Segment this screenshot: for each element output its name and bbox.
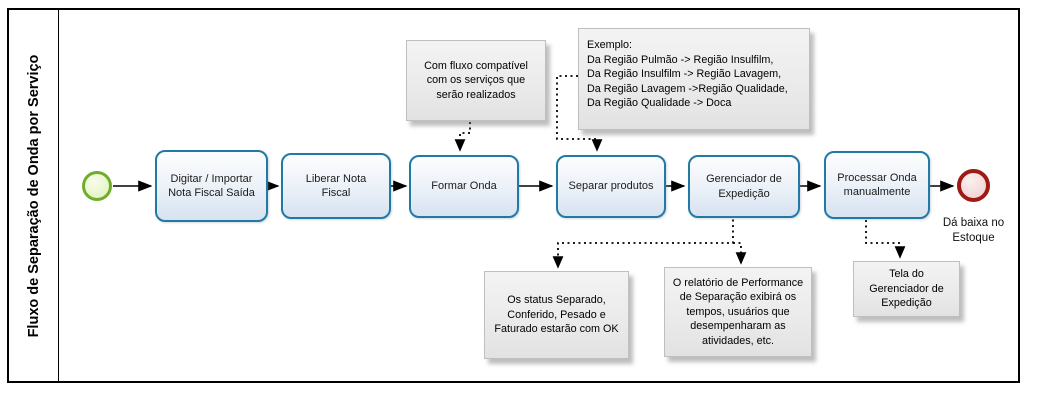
task-gerenciador-expedicao[interactable]: Gerenciador de Expedição	[688, 155, 800, 218]
task-processar-onda[interactable]: Processar Onda manualmente	[824, 151, 930, 219]
start-event[interactable]	[82, 171, 112, 201]
end-event-label: Dá baixa no Estoque	[942, 217, 1005, 244]
note-example-regions[interactable]: Exemplo: Da Região Pulmão -> Região Insu…	[578, 28, 810, 130]
note-text: O relatório de Performance de Separação …	[672, 276, 804, 347]
task-formar-onda[interactable]: Formar Onda	[409, 155, 519, 218]
note-text: Exemplo: Da Região Pulmão -> Região Insu…	[587, 39, 788, 110]
note-text: Com fluxo compatível com os serviços que…	[424, 59, 528, 101]
task-label: Formar Onda	[431, 180, 497, 193]
task-label: Processar Onda manualmente	[837, 171, 917, 198]
task-label: Separar produtos	[568, 180, 654, 193]
note-text: Os status Separado, Conferido, Pesado e …	[494, 294, 619, 336]
task-label: Digitar / Importar Nota Fiscal Saída	[168, 172, 255, 199]
task-digitar-importar-nota[interactable]: Digitar / Importar Nota Fiscal Saída	[155, 150, 268, 222]
lane-header: Fluxo de Separação de Onda por Serviço	[9, 10, 59, 381]
note-performance-report[interactable]: O relatório de Performance de Separação …	[664, 267, 812, 357]
end-event[interactable]	[957, 169, 990, 202]
note-compatible-flow[interactable]: Com fluxo compatível com os serviços que…	[406, 40, 546, 121]
task-separar-produtos[interactable]: Separar produtos	[556, 155, 666, 218]
note-dispatch-manager-screen[interactable]: Tela do Gerenciador de Expedição	[853, 261, 960, 317]
task-label: Gerenciador de Expedição	[706, 173, 782, 200]
note-text: Tela do Gerenciador de Expedição	[869, 268, 944, 310]
task-label: Liberar Nota Fiscal	[305, 172, 367, 199]
task-liberar-nota-fiscal[interactable]: Liberar Nota Fiscal	[281, 153, 391, 219]
note-status-ok[interactable]: Os status Separado, Conferido, Pesado e …	[484, 271, 629, 359]
